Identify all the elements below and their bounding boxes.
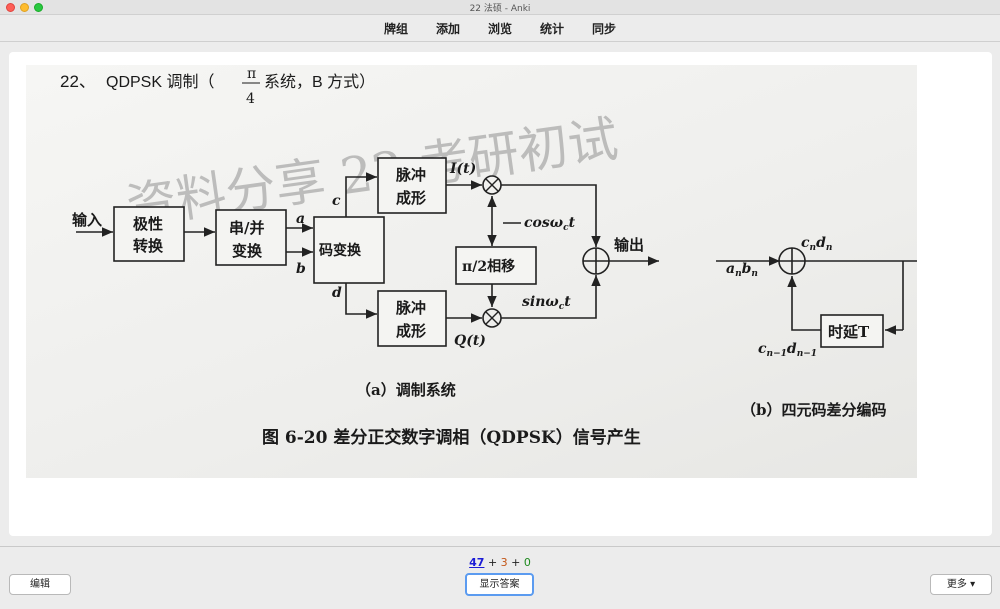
sin-label: sinωct — [522, 294, 571, 312]
toolbar-add[interactable]: 添加 — [435, 22, 460, 36]
toolbar-browse[interactable]: 浏览 — [487, 22, 512, 36]
pulse-shaping-bottom-box — [377, 290, 447, 347]
caption-a: （a）调制系统 — [356, 381, 456, 399]
pulse-shaping-top-box — [377, 157, 447, 214]
output-label: 输出 — [614, 236, 644, 254]
signal-a: a — [296, 211, 305, 227]
signal-c: c — [332, 193, 341, 209]
question-frac-den: 4 — [246, 91, 255, 107]
review-count: 0 — [523, 556, 531, 569]
toolbar-decks[interactable]: 牌组 — [383, 22, 408, 36]
figure-caption: 图 6-20 差分正交数字调相（QDPSK）信号产生 — [262, 427, 641, 448]
question-frac-num: π — [247, 66, 256, 82]
card-view: 资料分享 22 考研初试 22、 QDPSK 调制（ π 4 系统，B 方式） — [9, 52, 992, 536]
pulse-bottom-line2: 成形 — [396, 322, 426, 340]
i-label: I(t) — [449, 161, 476, 177]
due-counts: 47 + 3 + 0 — [0, 556, 1000, 569]
cos-label: cosωct — [524, 215, 576, 233]
toolbar-sync[interactable]: 同步 — [592, 22, 617, 36]
title-bar: 22 法硕 - Anki — [0, 0, 1000, 15]
count-sep-2: + — [511, 556, 521, 569]
b-input-label: anbn — [726, 261, 758, 279]
b-output-label: cndn — [801, 235, 832, 253]
delay-box — [820, 314, 884, 348]
sp-line1: 串/并 — [229, 219, 264, 237]
polarity-box — [113, 206, 185, 262]
maximize-window-button[interactable] — [34, 3, 43, 12]
toolbar-stats[interactable]: 统计 — [540, 22, 565, 36]
minimize-window-button[interactable] — [20, 3, 29, 12]
question-number: 22、 — [60, 72, 96, 91]
phase-shift-box — [455, 246, 537, 285]
sp-line2: 变换 — [232, 242, 263, 260]
learning-count: 3 — [500, 556, 508, 569]
show-answer-button[interactable]: 显示答案 — [465, 573, 534, 596]
review-area: 资料分享 22 考研初试 22、 QDPSK 调制（ π 4 系统，B 方式） — [0, 43, 1000, 546]
signal-b: b — [296, 261, 306, 277]
count-sep-1: + — [487, 556, 498, 569]
close-window-button[interactable] — [6, 3, 15, 12]
polarity-line2: 转换 — [133, 237, 164, 255]
serial-parallel-box — [215, 209, 287, 266]
new-count[interactable]: 47 — [469, 556, 485, 569]
edit-button[interactable]: 编辑 — [9, 574, 71, 595]
input-label: 输入 — [72, 211, 102, 229]
bottom-bar: 47 + 3 + 0 编辑 显示答案 更多 ▾ — [0, 546, 1000, 609]
question-text-b: 系统，B 方式） — [264, 73, 375, 91]
main-toolbar: 牌组 添加 浏览 统计 同步 — [0, 15, 1000, 42]
pulse-bottom-line1: 脉冲 — [395, 299, 426, 317]
phase-shift-label: π/2相移 — [462, 258, 515, 275]
delay-label: 时延T — [828, 323, 870, 341]
window-title: 22 法硕 - Anki — [469, 4, 531, 14]
more-button[interactable]: 更多 ▾ — [930, 574, 992, 595]
pulse-top-line2: 成形 — [396, 189, 426, 207]
question-text-a: QDPSK 调制（ — [106, 73, 214, 91]
question-photo: 资料分享 22 考研初试 22、 QDPSK 调制（ π 4 系统，B 方式） — [26, 65, 917, 478]
code-transform-box — [313, 216, 385, 284]
polarity-line1: 极性 — [133, 215, 163, 233]
pulse-top-line1: 脉冲 — [395, 166, 426, 184]
q-label: Q(t) — [454, 333, 486, 349]
code-transform-label: 码变换 — [319, 242, 362, 259]
caption-b: （b）四元码差分编码 — [741, 401, 887, 419]
b-feedback-label: cn−1dn−1 — [758, 341, 817, 359]
signal-d: d — [332, 285, 342, 301]
